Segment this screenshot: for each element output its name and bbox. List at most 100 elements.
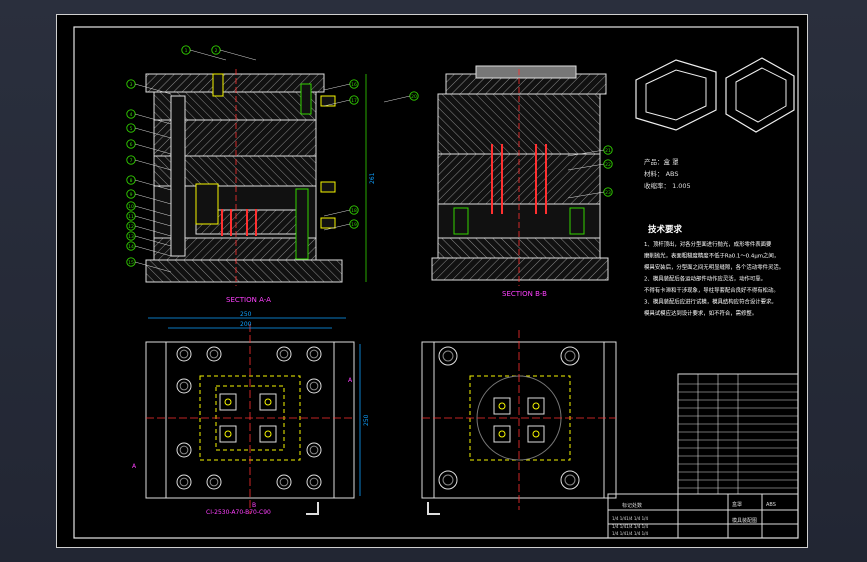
bolt-hole — [306, 378, 322, 394]
bolt-hole — [176, 442, 192, 458]
title-block-rev-row-1: 1/4 1/41/4 1/4 1/4 — [612, 516, 648, 521]
svg-text:21: 21 — [605, 148, 611, 154]
bolt-hole — [176, 474, 192, 490]
product-iso-views — [635, 57, 795, 133]
dim-width-outer: 250 — [240, 311, 252, 318]
section-a-label: SECTION A-A — [226, 296, 271, 304]
product-shrink-line: 收缩率： 1.005 — [644, 181, 691, 190]
part-balloon: 11 — [126, 211, 172, 227]
bolt-hole — [306, 346, 322, 362]
part-balloon: 14 — [126, 241, 172, 257]
part-balloon: 4 — [126, 109, 172, 125]
product-name-line: 产品：盒 罩 — [644, 157, 679, 166]
dim-height-label: 261 — [369, 172, 376, 184]
tech-requirement-line: 模具试模应达到设计要求，如不符合，需修整。 — [644, 309, 757, 317]
title-block — [607, 373, 799, 539]
title-block-material: ABS — [766, 502, 776, 508]
cavity-insert — [219, 393, 237, 411]
part-balloon: 3 — [126, 79, 172, 95]
cavity-insert — [527, 397, 545, 415]
cavity-insert — [259, 425, 277, 443]
svg-text:9: 9 — [130, 192, 133, 198]
svg-text:18: 18 — [351, 208, 357, 214]
part-balloon: 2 — [211, 45, 257, 61]
bolt-hole — [206, 346, 222, 362]
part-balloon: 17 — [323, 95, 359, 107]
mold-base-code: CI-2530-A70-B70-C90 — [206, 509, 271, 516]
tech-requirement-line: 3、模具装配后应进行试模，模具结构应符合设计要求。 — [644, 298, 777, 306]
outer-border — [56, 14, 808, 548]
tech-requirements-title: 技术要求 — [648, 224, 683, 235]
bolt-hole — [176, 346, 192, 362]
plan-view-right — [421, 330, 617, 510]
svg-text:6: 6 — [130, 142, 133, 148]
part-balloon: 12 — [126, 221, 172, 237]
part-balloon: 20 — [383, 91, 419, 103]
part-balloon: 9 — [126, 189, 172, 205]
part-balloon: 10 — [126, 201, 172, 217]
title-block-rev-row-2: 1/4 1/41/4 1/4 1/4 — [612, 524, 648, 529]
section-arrow-b: B — [252, 502, 256, 509]
part-balloon: 5 — [126, 123, 172, 139]
svg-text:15: 15 — [128, 260, 134, 266]
section-arrow-a-top: A — [348, 377, 353, 384]
section-arrow-a-bottom: A — [132, 463, 137, 470]
cavity-insert — [527, 425, 545, 443]
cavity-insert — [259, 393, 277, 411]
tech-requirement-line: 磨削抛光，表面粗糙度精度不低于Ra0.1～0.4μm之间， — [644, 252, 779, 260]
svg-text:16: 16 — [351, 82, 357, 88]
svg-text:14: 14 — [128, 244, 134, 250]
tech-requirement-line: 1、顶杆顶出，对各分型面进行抛光，成形零件表面要 — [644, 240, 772, 248]
svg-text:11: 11 — [128, 214, 134, 220]
part-balloon: 6 — [126, 139, 172, 155]
part-balloon: 22 — [567, 159, 613, 171]
product-material-line: 材料： ABS — [644, 169, 678, 178]
svg-text:12: 12 — [128, 224, 134, 230]
svg-text:4: 4 — [130, 112, 133, 118]
svg-text:10: 10 — [128, 204, 134, 210]
bolt-hole — [276, 346, 292, 362]
plan-view-left — [145, 317, 361, 514]
view-corner-marker-left — [306, 502, 319, 515]
tech-requirement-line: 模具安装后，分型面之间无明显缝隙，各个活动零件灵活。 — [644, 263, 784, 271]
cavity-insert — [219, 425, 237, 443]
section-b-view — [431, 65, 609, 286]
bolt-hole — [176, 378, 192, 394]
bolt-hole — [276, 474, 292, 490]
part-balloon: 16 — [323, 79, 359, 91]
tech-requirement-line: 不得有卡滞和干涉现象，导柱导套配合良好不得有松动。 — [644, 286, 779, 294]
title-block-drawing-no: 模具装配图 — [732, 517, 757, 524]
dim-side-label: 250 — [363, 414, 370, 426]
part-balloon: 7 — [126, 155, 172, 171]
tech-requirements-lines: 1、顶杆顶出，对各分型面进行抛光，成形零件表面要磨削抛光，表面粗糙度精度不低于R… — [644, 240, 784, 317]
svg-text:19: 19 — [351, 222, 357, 228]
part-balloon: 23 — [567, 187, 613, 199]
svg-text:1: 1 — [185, 48, 188, 54]
svg-text:7: 7 — [130, 158, 133, 164]
bolt-hole — [560, 470, 580, 490]
section-a-view — [145, 69, 367, 286]
bolt-hole — [306, 442, 322, 458]
dim-width-inner: 200 — [240, 321, 252, 328]
part-balloon: 8 — [126, 175, 172, 191]
svg-text:20: 20 — [411, 94, 417, 100]
part-balloon: 13 — [126, 231, 172, 247]
svg-text:3: 3 — [130, 82, 133, 88]
part-balloon: 19 — [323, 219, 359, 231]
svg-text:2: 2 — [215, 48, 218, 54]
cavity-insert — [493, 397, 511, 415]
title-block-header: 标记处数 — [622, 502, 642, 509]
svg-text:5: 5 — [130, 126, 133, 132]
view-corner-marker-right — [427, 502, 440, 515]
bolt-hole — [560, 346, 580, 366]
title-block-title: 盒罩 — [732, 501, 742, 508]
svg-text:13: 13 — [128, 234, 134, 240]
bolt-hole — [438, 470, 458, 490]
bolt-hole — [306, 474, 322, 490]
bolt-hole — [438, 346, 458, 366]
svg-text:8: 8 — [130, 178, 133, 184]
inner-border — [73, 26, 799, 539]
